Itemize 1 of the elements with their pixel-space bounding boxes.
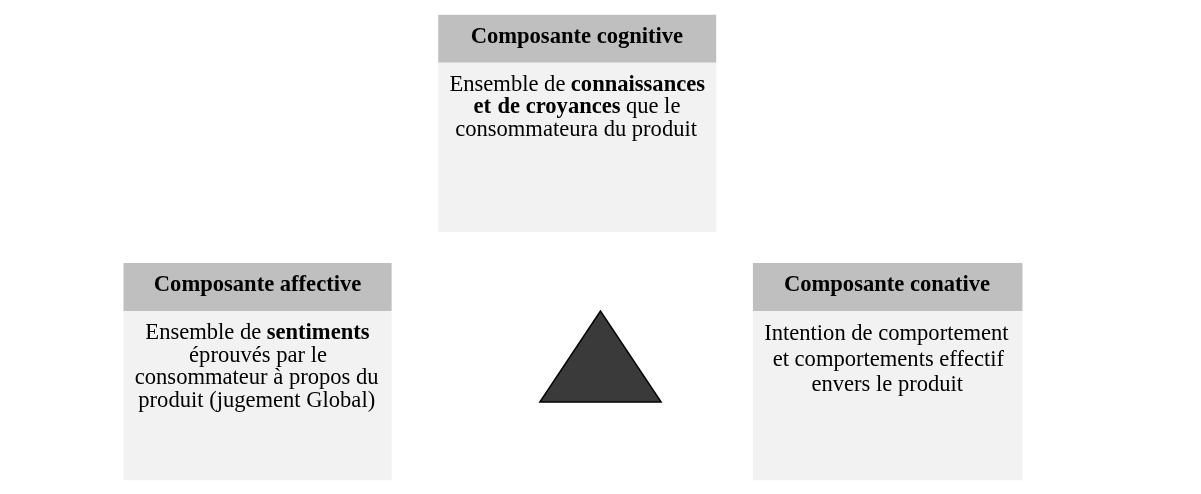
node-arrow — [538, 309, 663, 403]
